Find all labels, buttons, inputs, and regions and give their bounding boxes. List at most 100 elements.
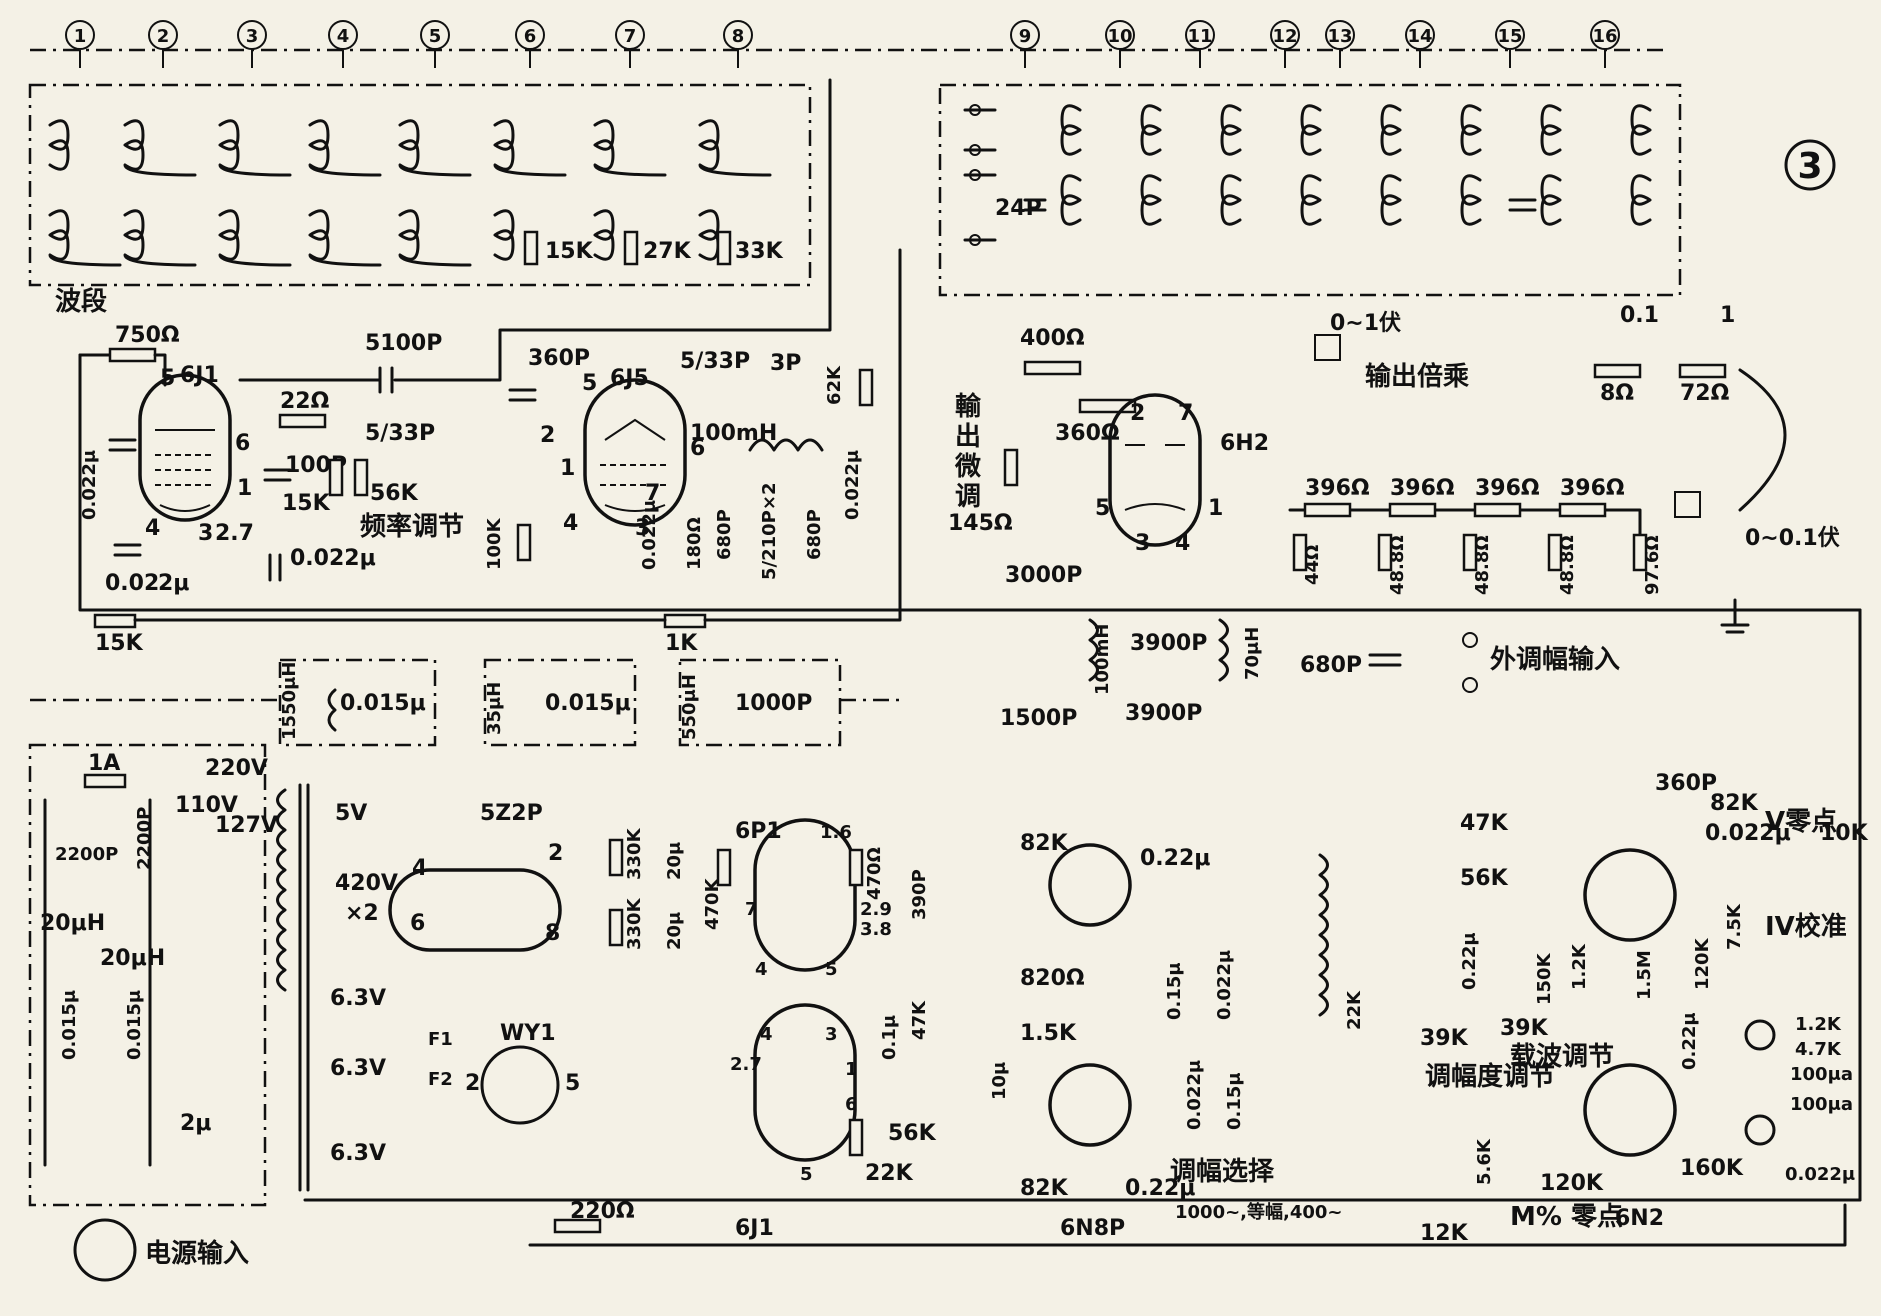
resistor-label: 22K bbox=[1344, 990, 1365, 1030]
inductor-label: 1550μH bbox=[279, 662, 300, 740]
capacitor-label: 5/33P bbox=[680, 349, 750, 374]
svg-text:3: 3 bbox=[825, 1024, 838, 1045]
band-number: 12 bbox=[1272, 26, 1297, 47]
filter-box-1 bbox=[278, 658, 437, 747]
resistor-label: 48.8Ω bbox=[1472, 535, 1493, 595]
svg-text:5: 5 bbox=[800, 1164, 813, 1185]
svg-text:1: 1 bbox=[560, 456, 575, 481]
band-number: 5 bbox=[429, 26, 442, 47]
resistor-label: 22K bbox=[865, 1161, 914, 1186]
svg-text:1: 1 bbox=[237, 476, 252, 501]
resistor-label: 120K bbox=[1540, 1171, 1604, 1196]
band-marker-4: 4 bbox=[328, 20, 358, 68]
capacitor-label: 0.022μ bbox=[1184, 1060, 1205, 1130]
band-number: 3 bbox=[246, 26, 259, 47]
svg-text:3: 3 bbox=[635, 516, 650, 541]
capacitor-label: 2200P bbox=[134, 807, 155, 870]
capacitor-label: 0.022μ bbox=[842, 450, 863, 520]
resistor-label: 72Ω bbox=[1680, 381, 1730, 406]
resistor-label: 27K bbox=[643, 239, 692, 264]
resistor-label: 820Ω bbox=[1020, 966, 1085, 991]
tube-6j1-osc bbox=[138, 373, 232, 522]
svg-text:6: 6 bbox=[845, 1094, 858, 1115]
capacitor-label: 3900P bbox=[1125, 701, 1202, 726]
band-number: 11 bbox=[1187, 26, 1212, 47]
resistor-label: 1.5M bbox=[1634, 950, 1655, 1000]
meter-v-icon bbox=[1744, 1019, 1776, 1051]
band-number: 14 bbox=[1407, 26, 1432, 47]
resistor-label: 396Ω bbox=[1475, 476, 1540, 501]
capacitor-label: 20μ bbox=[664, 842, 685, 880]
svg-text:1: 1 bbox=[1208, 496, 1223, 521]
tube-wy1 bbox=[480, 1045, 560, 1125]
transformer-primary bbox=[276, 788, 287, 992]
capacitor-label: 680P bbox=[1300, 653, 1362, 678]
resistor bbox=[523, 230, 539, 266]
resistor-label: 39K bbox=[1420, 1026, 1469, 1051]
band-number: 15 bbox=[1497, 26, 1522, 47]
voltage-label: 6.3V bbox=[330, 986, 386, 1011]
band-marker-14: 14 bbox=[1405, 20, 1435, 68]
pin-2-7: 2.7 bbox=[215, 521, 254, 546]
svg-text:7: 7 bbox=[745, 899, 758, 920]
svg-text:2: 2 bbox=[540, 423, 555, 448]
meter-m-icon bbox=[1744, 1114, 1776, 1146]
voltage-label: 220V bbox=[205, 756, 268, 781]
band-number: 4 bbox=[337, 26, 350, 47]
range-label: 0~0.1伏 bbox=[1745, 525, 1840, 551]
figure-number-circle bbox=[1784, 139, 1836, 191]
tube-5z2p bbox=[388, 868, 562, 952]
capacitor-label: 3000P bbox=[1005, 563, 1082, 588]
capacitor-label: 1000P bbox=[735, 691, 812, 716]
ground-rail bbox=[78, 353, 1862, 612]
voltage-label: 6.3V bbox=[330, 1141, 386, 1166]
svg-text:4: 4 bbox=[563, 511, 578, 536]
tube-6h2 bbox=[1108, 393, 1202, 547]
svg-text:1.6: 1.6 bbox=[820, 822, 852, 843]
capacitor-label: 0.022μ bbox=[1705, 821, 1791, 846]
ext-mod-terminal[interactable] bbox=[1462, 677, 1478, 693]
svg-text:4: 4 bbox=[412, 856, 427, 881]
ext-mod-terminal[interactable] bbox=[1462, 632, 1478, 648]
tube-6j5-osc bbox=[583, 378, 687, 527]
resistor-label: 330K bbox=[624, 827, 645, 880]
m-zero-label: M% 零点 bbox=[1510, 1201, 1623, 1232]
tube-6p1 bbox=[753, 818, 857, 972]
capacitor-label: 1500P bbox=[1000, 706, 1077, 731]
svg-text:8: 8 bbox=[545, 921, 560, 946]
voltage-label: 5V bbox=[335, 801, 367, 826]
output-cable bbox=[1738, 368, 1787, 512]
band-label: 波段 bbox=[55, 286, 107, 317]
figure-number: 3 bbox=[1797, 146, 1822, 187]
tube-label: WY1 bbox=[500, 1021, 556, 1046]
voltage-label: 127V bbox=[215, 813, 278, 838]
svg-text:3.8: 3.8 bbox=[860, 919, 892, 940]
band-marker-5: 5 bbox=[420, 20, 450, 68]
resistor-label: 1K bbox=[665, 631, 698, 656]
resistor-label: 12K bbox=[1420, 1221, 1469, 1246]
inductor-label: 35μH bbox=[484, 682, 505, 735]
tube-6n8p-bottom bbox=[1048, 1063, 1132, 1147]
inductor-label: 550μH bbox=[679, 674, 700, 740]
band-marker-2: 2 bbox=[148, 20, 178, 68]
capacitor-label: 680P bbox=[714, 509, 735, 560]
coils-right bbox=[1060, 104, 1652, 226]
tube-label: 6N8P bbox=[1060, 1216, 1125, 1241]
resistor-label: 56K bbox=[888, 1121, 937, 1146]
power-in-label: 电源输入 bbox=[145, 1238, 249, 1269]
resistor-label: 39K bbox=[1500, 1016, 1549, 1041]
capacitor-label: 360P bbox=[1655, 771, 1717, 796]
range-label: 0~1伏 bbox=[1330, 310, 1401, 336]
capacitor-label: 0.02 bbox=[105, 571, 159, 596]
freq-tune-label: 频率调节 bbox=[360, 511, 464, 542]
capacitor-label: 5100P bbox=[365, 331, 442, 356]
capacitor-label: 0.022μ bbox=[1214, 950, 1235, 1020]
svg-text:4: 4 bbox=[755, 959, 768, 980]
capacitor-label: 2200P bbox=[55, 844, 118, 865]
mod-depth-label: 调幅度调节 bbox=[1425, 1061, 1555, 1092]
svg-text:3: 3 bbox=[1135, 531, 1150, 556]
capacitor-label: 0.022μ bbox=[1785, 1164, 1855, 1185]
capacitor-label: 0.015μ bbox=[545, 691, 631, 716]
resistor-label: 15K bbox=[282, 491, 331, 516]
resistor-label: 97.6Ω bbox=[1642, 535, 1663, 595]
